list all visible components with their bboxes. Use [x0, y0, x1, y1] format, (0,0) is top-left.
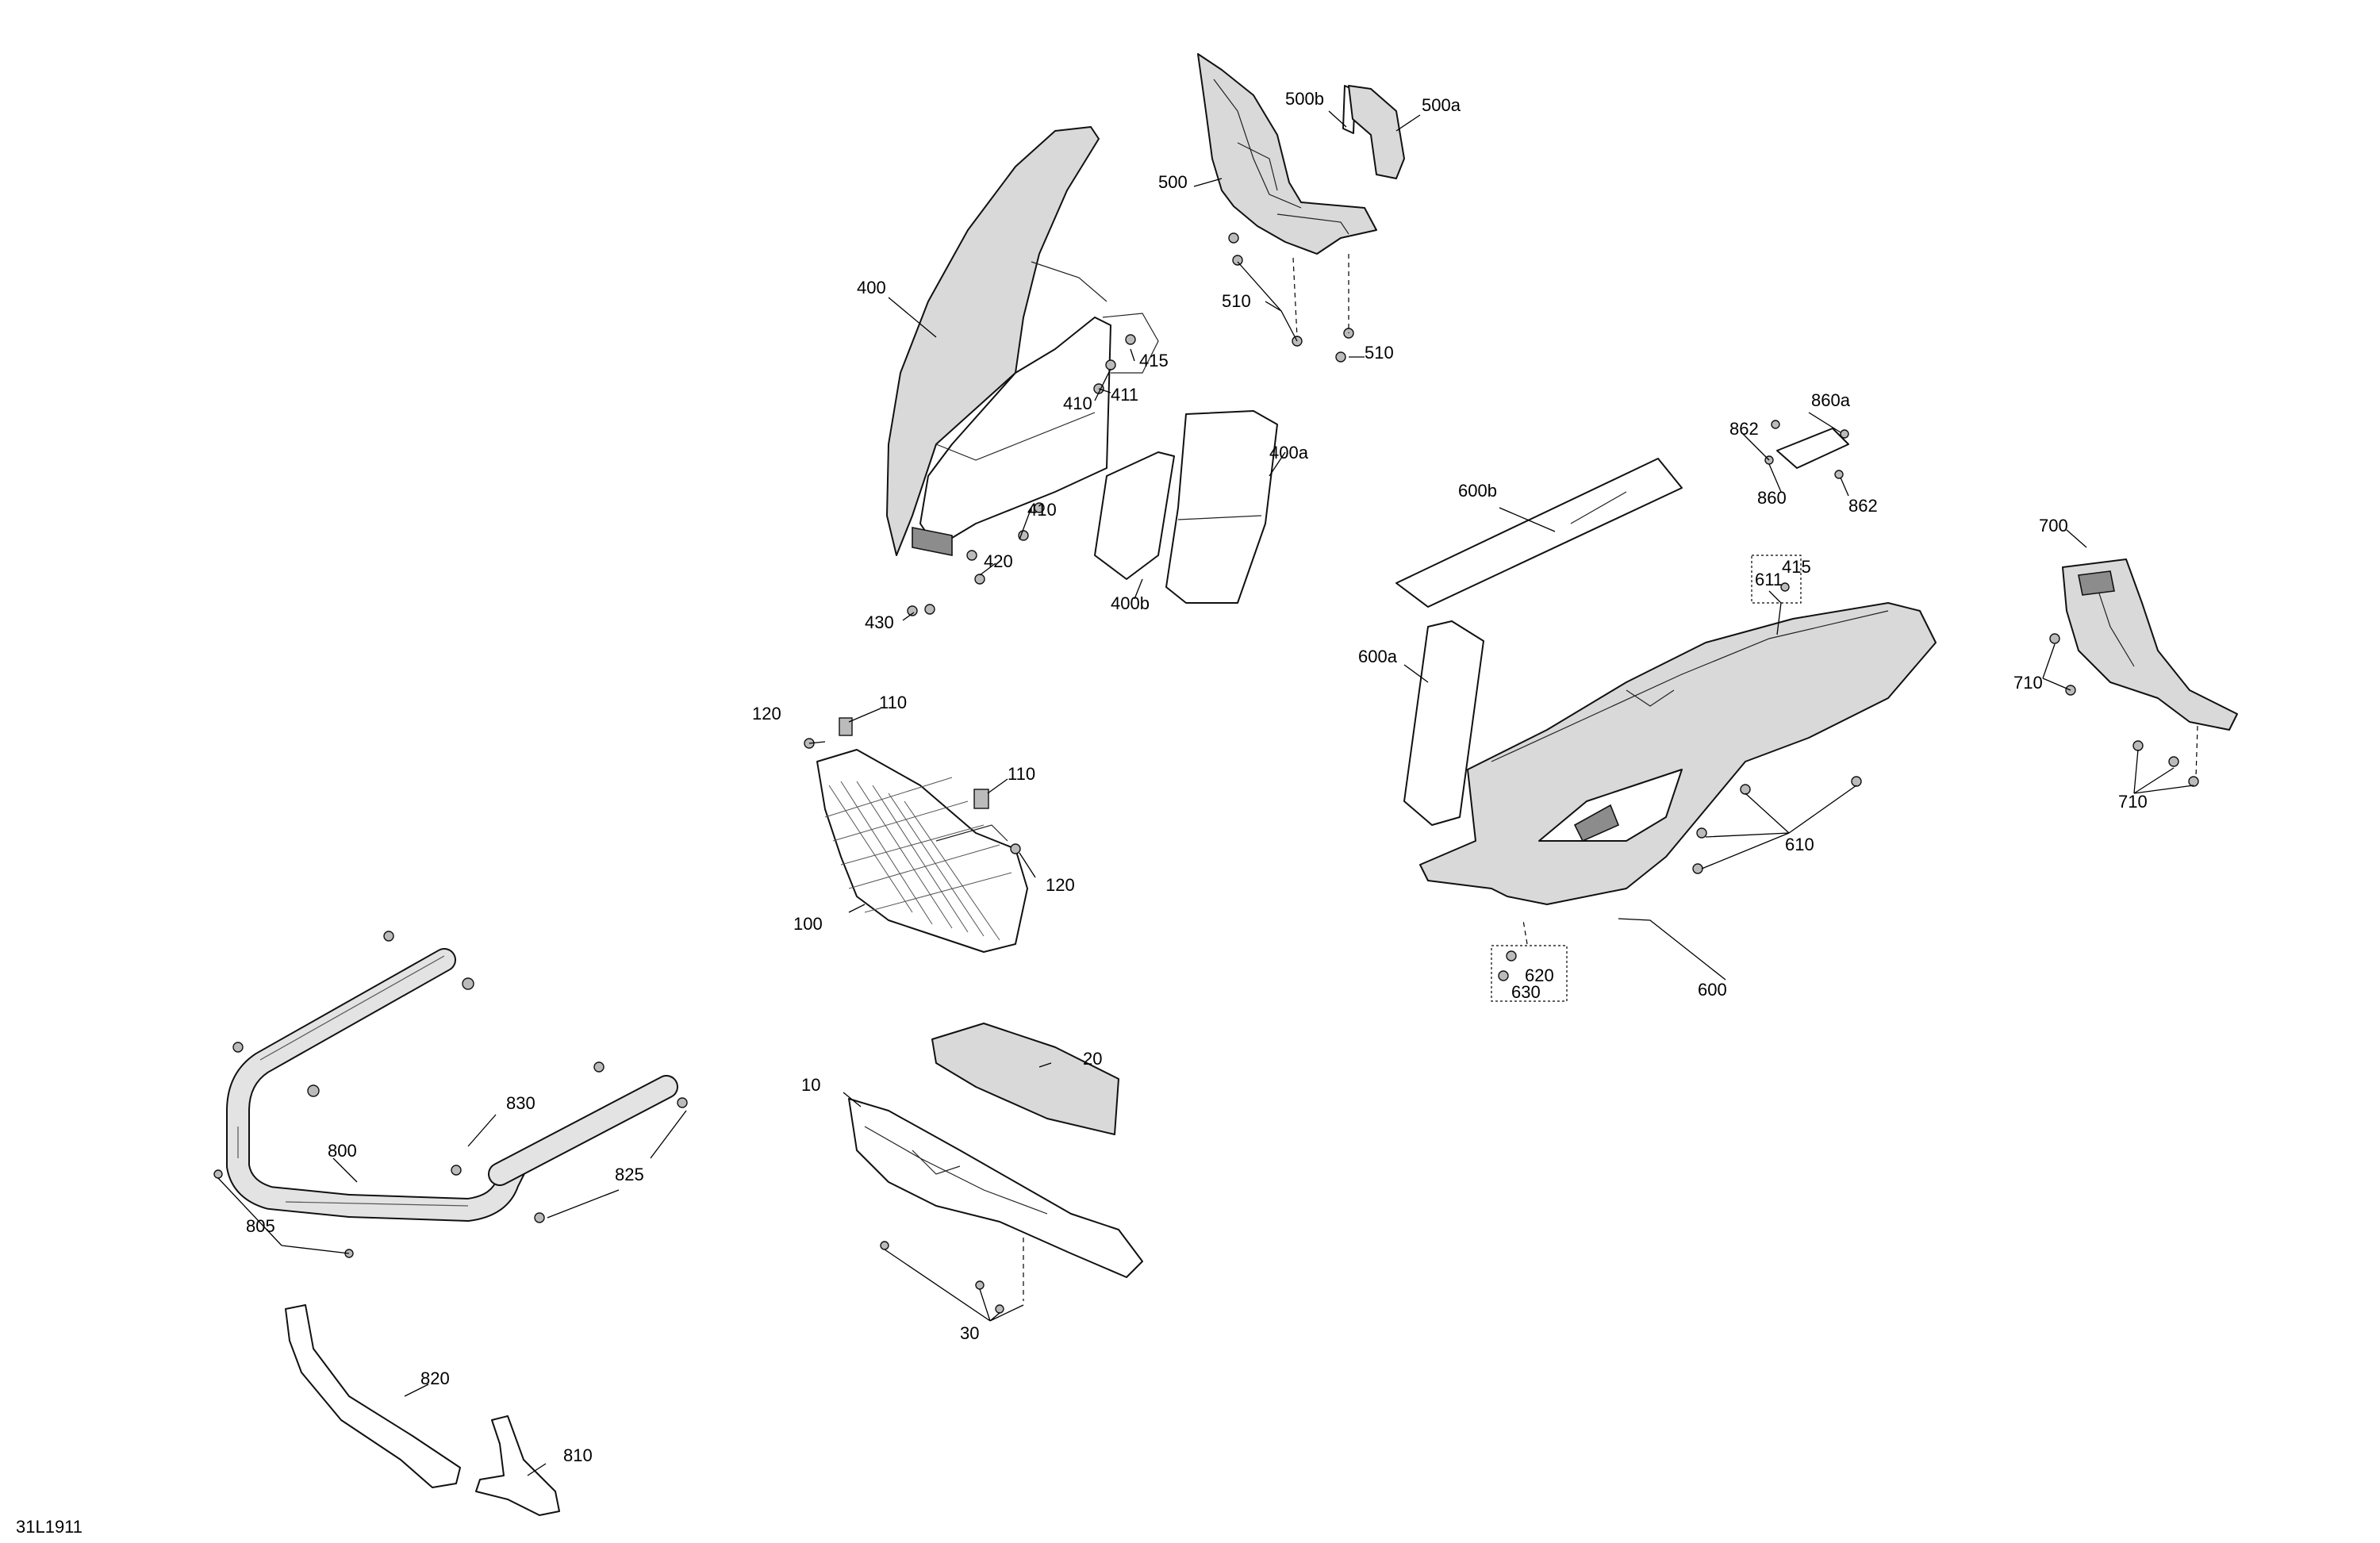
callout-500b: 500b [1285, 89, 1324, 109]
part-600-side-cover [1419, 602, 1937, 905]
callout-labels: 500b 500a 500 510 510 400 415 410 411 40… [16, 89, 2148, 1537]
callout-415-upper: 415 [1139, 351, 1169, 370]
callout-10: 10 [801, 1075, 820, 1095]
callout-830: 830 [506, 1093, 536, 1113]
callout-510-upper: 510 [1222, 291, 1251, 311]
callout-411: 411 [1111, 385, 1138, 405]
callout-611: 611 [1755, 570, 1783, 589]
drawing-id: 31L1911 [16, 1517, 83, 1537]
part-600b-strip [1395, 458, 1683, 608]
part-810-bracket [475, 1415, 560, 1516]
part-600a-pad [1403, 620, 1484, 826]
part-100-grille [816, 749, 1028, 953]
fasteners-600-group [1498, 776, 1862, 981]
callout-400b: 400b [1111, 593, 1150, 613]
callout-805: 805 [246, 1216, 275, 1236]
callout-860: 860 [1757, 488, 1787, 508]
callout-510-lower: 510 [1365, 343, 1394, 363]
callout-410-upper: 410 [1063, 393, 1092, 413]
callout-120-lower: 120 [1046, 875, 1075, 895]
part-820-bracket [285, 1304, 461, 1488]
callout-630: 630 [1511, 982, 1541, 1002]
callout-600b: 600b [1458, 481, 1497, 501]
part-400a-pad [1165, 410, 1278, 604]
callout-500: 500 [1158, 172, 1188, 192]
part-20-pad [931, 1023, 1119, 1135]
callout-600: 600 [1698, 980, 1727, 1000]
callout-862-lower: 862 [1848, 496, 1878, 516]
part-825-bar [488, 1075, 678, 1186]
callout-110-lower: 110 [1008, 764, 1035, 784]
part-500-side-panel [1197, 53, 1377, 255]
callout-415-lower: 415 [1782, 557, 1811, 577]
part-700-rear-panel [2062, 558, 2238, 731]
callout-860a: 860a [1811, 390, 1851, 410]
callout-430: 430 [865, 612, 894, 632]
part-400b-pad [1094, 451, 1175, 580]
callout-620: 620 [1525, 965, 1554, 985]
callout-30: 30 [960, 1323, 979, 1343]
callout-600a: 600a [1358, 647, 1398, 666]
part-400-front-panel [886, 126, 1159, 556]
callout-120-upper: 120 [752, 704, 781, 724]
callout-800: 800 [328, 1141, 357, 1161]
callout-400a: 400a [1269, 443, 1309, 463]
fasteners-30 [880, 1241, 1004, 1314]
part-10-skid-plate [848, 1098, 1143, 1278]
callout-710-upper: 710 [2013, 673, 2043, 693]
callout-100: 100 [793, 914, 823, 934]
callout-610: 610 [1785, 835, 1814, 854]
fasteners-100-group [804, 717, 1021, 854]
fasteners-800-group [213, 931, 688, 1258]
callout-400: 400 [857, 278, 886, 297]
fasteners-400-group [907, 334, 1136, 616]
callout-420: 420 [984, 551, 1013, 571]
callout-862-upper: 862 [1729, 419, 1759, 439]
leader-lines [217, 110, 2194, 1476]
callout-20: 20 [1083, 1049, 1102, 1069]
callout-820: 820 [420, 1368, 450, 1388]
callout-810: 810 [563, 1445, 593, 1465]
callout-700: 700 [2039, 516, 2068, 535]
part-860-plate [1764, 420, 1849, 479]
callout-110-upper: 110 [879, 693, 907, 712]
callout-825: 825 [615, 1165, 644, 1184]
part-500a-panel [1348, 85, 1405, 179]
callout-500a: 500a [1422, 95, 1461, 115]
callout-710-lower: 710 [2118, 792, 2148, 812]
part-800-front-bumper [226, 948, 528, 1222]
callout-410-lower: 410 [1027, 500, 1057, 520]
